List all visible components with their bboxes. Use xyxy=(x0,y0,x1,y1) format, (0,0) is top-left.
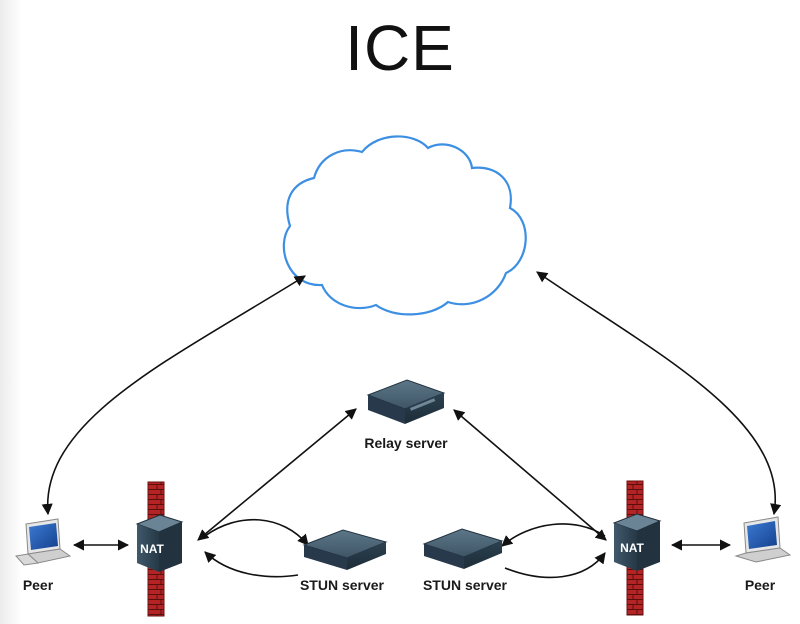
relay-server-label: Relay server xyxy=(364,435,448,451)
laptop-left-icon xyxy=(15,518,72,566)
nat-left-label: NAT xyxy=(140,542,164,556)
stun-server-left-label: STUN server xyxy=(300,577,385,593)
arrow-left-nat-relay xyxy=(197,408,357,541)
cloud-icon xyxy=(282,135,527,316)
nat-left-icon xyxy=(135,514,184,572)
stun-server-left-icon xyxy=(302,529,388,570)
arrow-cloud-to-left-peer xyxy=(41,275,306,516)
peer-right-label: Peer xyxy=(745,577,776,593)
left-edge-shade xyxy=(0,0,22,624)
peer-left-label: Peer xyxy=(23,577,54,593)
arrow-left-nat-to-stun xyxy=(204,518,309,546)
nat-right-label: NAT xyxy=(620,541,644,555)
stun-server-right-icon xyxy=(422,528,504,569)
laptop-right-icon xyxy=(734,516,792,563)
page-title: ICE xyxy=(345,12,455,84)
connections xyxy=(41,271,782,579)
relay-server-icon xyxy=(366,379,446,424)
nat-right-icon xyxy=(612,513,662,571)
arrow-cloud-to-right-peer xyxy=(536,271,782,516)
arrow-right-nat-to-stun xyxy=(501,523,606,547)
arrow-right-stun-to-nat xyxy=(504,552,606,579)
arrow-relay-right-nat xyxy=(453,409,607,541)
stun-server-right-label: STUN server xyxy=(423,577,508,593)
arrow-left-stun-to-nat xyxy=(204,551,299,578)
